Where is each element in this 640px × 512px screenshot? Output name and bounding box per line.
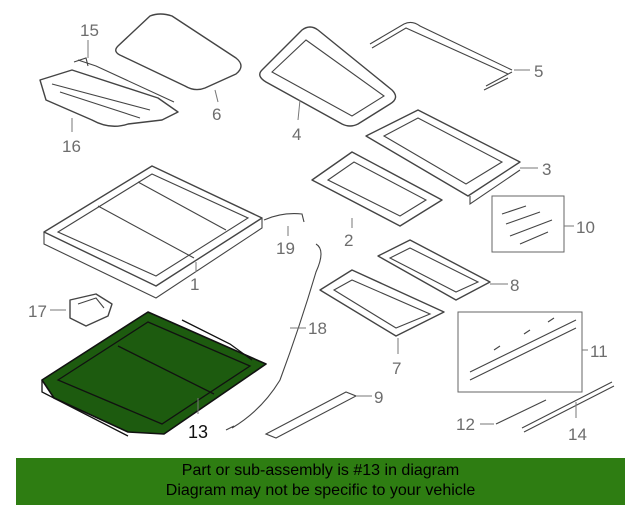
callout-17: 17	[28, 302, 47, 321]
callout-4: 4	[292, 125, 301, 144]
callout-8: 8	[510, 276, 519, 295]
part-7-panel[interactable]	[319, 269, 445, 337]
callout-6: 6	[212, 105, 221, 124]
part-18-cable[interactable]	[225, 243, 322, 431]
callout-12: 12	[456, 415, 475, 434]
callout-10: 10	[576, 218, 595, 237]
part-10-kit[interactable]	[491, 195, 565, 253]
callout-16: 16	[62, 137, 81, 156]
part-14-strip[interactable]	[521, 381, 615, 433]
callout-3: 3	[542, 160, 551, 179]
callout-18: 18	[308, 319, 327, 338]
parts-diagram: 6 15 16 4 5 3 2	[28, 13, 615, 444]
callout-5: 5	[534, 62, 543, 81]
part-4-seal[interactable]	[259, 26, 397, 127]
callout-13: 13	[188, 422, 208, 442]
callout-2: 2	[344, 231, 353, 250]
part-13-highlighted[interactable]	[41, 311, 267, 437]
part-15-bracket[interactable]	[73, 57, 89, 67]
part-19-clip[interactable]	[263, 213, 305, 223]
callout-9: 9	[374, 388, 383, 407]
callout-11: 11	[590, 342, 608, 361]
part-16-deflector[interactable]	[39, 59, 179, 127]
part-6-glass[interactable]	[115, 13, 242, 91]
callout-7: 7	[392, 359, 401, 378]
callout-14: 14	[568, 425, 587, 444]
info-banner: Part or sub-assembly is #13 in diagram D…	[16, 458, 625, 505]
part-2-glass-frame[interactable]	[311, 151, 443, 227]
banner-line-1: Part or sub-assembly is #13 in diagram	[181, 462, 460, 479]
part-12-strip[interactable]	[495, 399, 547, 425]
part-17-motor[interactable]	[69, 293, 113, 327]
callout-15: 15	[80, 21, 99, 40]
part-8-panel[interactable]	[377, 239, 491, 301]
callout-1: 1	[190, 275, 199, 294]
banner-line-2: Diagram may not be specific to your vehi…	[165, 482, 476, 499]
part-1-assembly[interactable]	[43, 165, 263, 299]
callout-19: 19	[276, 239, 295, 258]
part-11-kit[interactable]	[457, 311, 583, 393]
part-3-frame[interactable]	[365, 109, 521, 206]
part-5-weatherstrip[interactable]	[369, 21, 513, 91]
part-9-rail[interactable]	[264, 391, 358, 439]
